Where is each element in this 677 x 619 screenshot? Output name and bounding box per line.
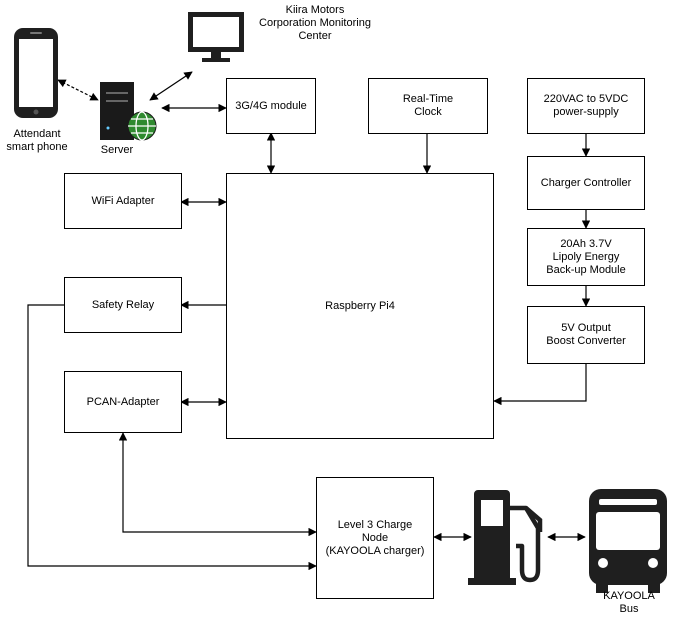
- monitoring-center-label: Kiira Motors Corporation Monitoring Cent…: [259, 4, 371, 42]
- server-label: Server: [100, 144, 134, 156]
- connectors: [27, 71, 591, 571]
- fuel-pump-icon: [468, 490, 543, 585]
- power-supply-box: 220VAC to 5VDC power-supply: [527, 78, 645, 134]
- attendant-phone-label: Attendant smart phone: [6, 128, 68, 153]
- raspberry-pi-box: Raspberry Pi4: [226, 173, 494, 439]
- real-time-clock-box: Real-Time Clock: [368, 78, 488, 134]
- bus-icon: [589, 489, 667, 593]
- link-boost-pi: [493, 363, 587, 406]
- link-relay-chargenode: [27, 304, 317, 571]
- safety-relay-box: Safety Relay: [64, 277, 182, 333]
- wifi-adapter-box: WiFi Adapter: [64, 173, 182, 229]
- pcan-adapter-box: PCAN-Adapter: [64, 371, 182, 433]
- lipoly-backup-box: 20Ah 3.7V Lipoly Energy Back-up Module: [527, 228, 645, 286]
- boost-converter-box: 5V Output Boost Converter: [527, 306, 645, 364]
- link-phone-server: [57, 79, 99, 101]
- link-server-monitor: [149, 71, 193, 101]
- link-pcan-chargenode: [118, 432, 317, 537]
- 3g4g-module-box: 3G/4G module: [226, 78, 316, 134]
- server-globe-icon: [100, 82, 157, 141]
- smartphone-icon: [14, 28, 58, 118]
- charge-node-box: Level 3 Charge Node (KAYOOLA charger): [316, 477, 434, 599]
- bus-label: KAYOOLA Bus: [603, 590, 655, 615]
- monitor-icon: [188, 12, 244, 62]
- charger-controller-box: Charger Controller: [527, 156, 645, 210]
